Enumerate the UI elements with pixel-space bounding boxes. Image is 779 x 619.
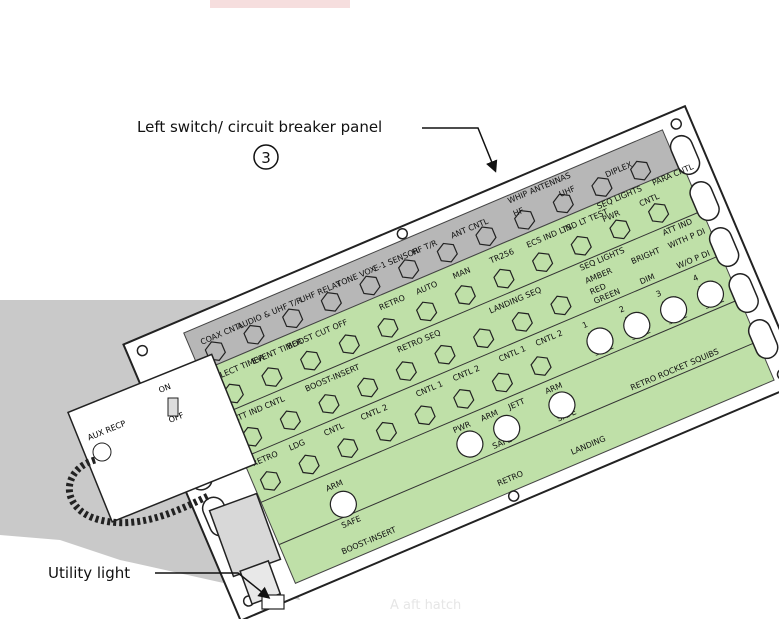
hex-switch bbox=[434, 344, 456, 365]
hex-switch bbox=[259, 471, 282, 491]
callout-number: 3 bbox=[261, 149, 271, 167]
hex-switch bbox=[550, 295, 572, 316]
hex-switch bbox=[531, 252, 554, 273]
aux-jack bbox=[92, 442, 112, 462]
hex-switch bbox=[359, 275, 381, 296]
hex-switch bbox=[243, 324, 265, 345]
hex-switch bbox=[397, 259, 420, 279]
panel-callout-arrow bbox=[422, 127, 498, 173]
hex-switch bbox=[530, 356, 552, 376]
hex-switch bbox=[570, 235, 592, 256]
top-smudge bbox=[210, 0, 350, 8]
hex-switch bbox=[320, 292, 342, 312]
hex-switch bbox=[318, 394, 340, 414]
hex-switch bbox=[261, 367, 283, 387]
hex-switch bbox=[375, 421, 398, 442]
main-panel-group: WHIP ANTENNAS COAX CNTL AUDIO & UHF T/R … bbox=[122, 104, 779, 619]
hex-switch bbox=[338, 334, 360, 355]
hex-switch bbox=[337, 438, 359, 458]
hex-switch bbox=[377, 317, 399, 338]
hex-switch bbox=[204, 341, 226, 361]
left-panel-callout: Left switch/ circuit breaker panel bbox=[137, 118, 383, 136]
toggle-switches bbox=[329, 280, 725, 518]
hex-switch bbox=[493, 268, 515, 289]
coiled-cord bbox=[65, 456, 212, 527]
hex-switch bbox=[609, 219, 631, 240]
hex-switch bbox=[357, 377, 379, 398]
hex-switch bbox=[491, 372, 514, 393]
callout-number-circle bbox=[253, 144, 279, 170]
hex-switch bbox=[475, 226, 497, 247]
hex-switch bbox=[436, 242, 458, 263]
aux-toggle bbox=[167, 397, 179, 417]
utility-callout-arrow bbox=[155, 572, 271, 599]
hex-switch bbox=[282, 308, 304, 329]
squib3-num: 3 bbox=[655, 289, 663, 299]
squib1-num: 1 bbox=[581, 320, 589, 330]
hex-switch bbox=[395, 361, 417, 381]
hex-switch bbox=[299, 350, 322, 371]
panel-gridlines bbox=[223, 210, 758, 546]
green-switch-area bbox=[204, 165, 775, 584]
squib4-num: 4 bbox=[691, 273, 699, 283]
hex-switch bbox=[552, 193, 574, 214]
aux-recp-box: AUX RECP ON OFF bbox=[67, 353, 257, 523]
hex-switch bbox=[454, 285, 476, 305]
hf-label: HF bbox=[512, 206, 526, 219]
hex-switch bbox=[279, 410, 301, 431]
squib2-num: 2 bbox=[618, 304, 626, 314]
hex-switch bbox=[591, 177, 613, 197]
hex-switch bbox=[414, 405, 436, 426]
hex-switch bbox=[298, 454, 320, 475]
faded-bottom-text: A aft hatch bbox=[390, 598, 462, 613]
hex-switch bbox=[629, 160, 652, 181]
hex-switches bbox=[204, 160, 670, 491]
hex-switch bbox=[453, 389, 475, 409]
hex-switch bbox=[511, 312, 533, 332]
hex-switch bbox=[415, 301, 438, 322]
hex-switch bbox=[472, 328, 495, 349]
aux-on-label: ON bbox=[157, 382, 172, 395]
hex-switch bbox=[513, 210, 536, 230]
utility-light bbox=[208, 492, 285, 610]
hex-switch bbox=[647, 203, 670, 223]
utility-light-callout: Utility light bbox=[48, 564, 131, 582]
